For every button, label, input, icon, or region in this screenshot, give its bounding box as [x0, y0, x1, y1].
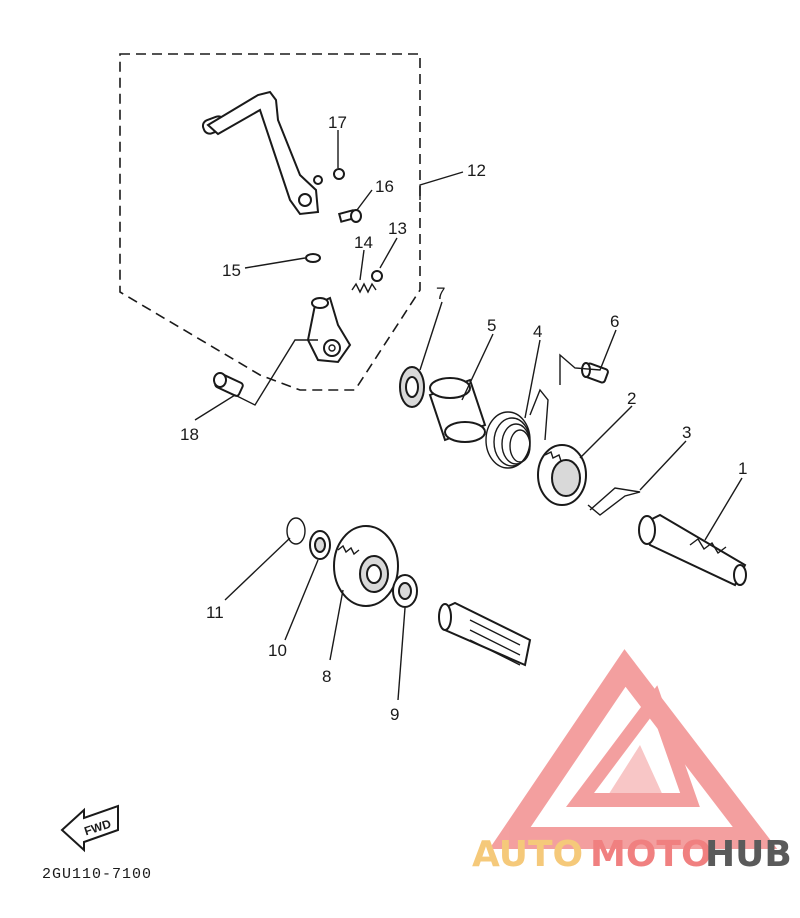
callout-5: 5: [487, 316, 496, 335]
kick-boss: [306, 296, 352, 364]
callout-15: 15: [222, 261, 241, 280]
part-8-idle-gear: [333, 525, 399, 607]
callout-16: 16: [375, 177, 394, 196]
watermark-text-hub: HUB: [705, 834, 792, 875]
callout-7: 7: [436, 284, 445, 303]
callout-10: 10: [268, 641, 287, 660]
part-4-torsion-spring: [485, 388, 549, 469]
part-1-kick-axle: [638, 513, 747, 587]
main-axle-shaft: [438, 601, 532, 667]
part-15-oring: [305, 253, 321, 263]
part-11-circlip: [286, 517, 306, 545]
part-2-ratchet: [537, 444, 587, 506]
callout-4: 4: [533, 322, 542, 341]
assembly-boundary: [119, 53, 421, 391]
callout-3: 3: [682, 423, 691, 442]
callout-1: 1: [738, 459, 747, 478]
callout-8: 8: [322, 667, 331, 686]
part-9-washer: [392, 574, 418, 608]
part-3-clip: [587, 487, 641, 516]
callout-17: 17: [328, 113, 347, 132]
part-6-pin: [581, 362, 609, 384]
callout-2: 2: [627, 389, 636, 408]
part-17-nut: [333, 168, 345, 180]
callout-11: 11: [206, 603, 224, 622]
callout-13: 13: [388, 219, 407, 238]
part-5-spring-guide: [428, 377, 487, 443]
part-code: 2GU110-7100: [42, 866, 152, 883]
fwd-arrow-icon: FWD: [60, 804, 119, 853]
part-14-spring: [351, 282, 377, 294]
part-18-bolt: [213, 372, 244, 397]
callout-18: 18: [180, 425, 199, 444]
kick-crank-lever: [201, 90, 323, 216]
callout-12: 12: [467, 161, 486, 180]
watermark-text-auto: AUTO: [472, 834, 583, 875]
part-13-ball: [371, 270, 383, 282]
watermark-logo: [489, 649, 778, 849]
callout-14: 14: [354, 233, 373, 252]
callout-9: 9: [390, 705, 399, 724]
watermark-text-moto: MOTO: [590, 834, 712, 875]
callout-6: 6: [610, 312, 619, 331]
leader-lines: [194, 130, 743, 701]
part-7-bearing: [399, 366, 425, 408]
part-16-bolt: [337, 209, 362, 223]
part-10-washer: [309, 530, 331, 560]
